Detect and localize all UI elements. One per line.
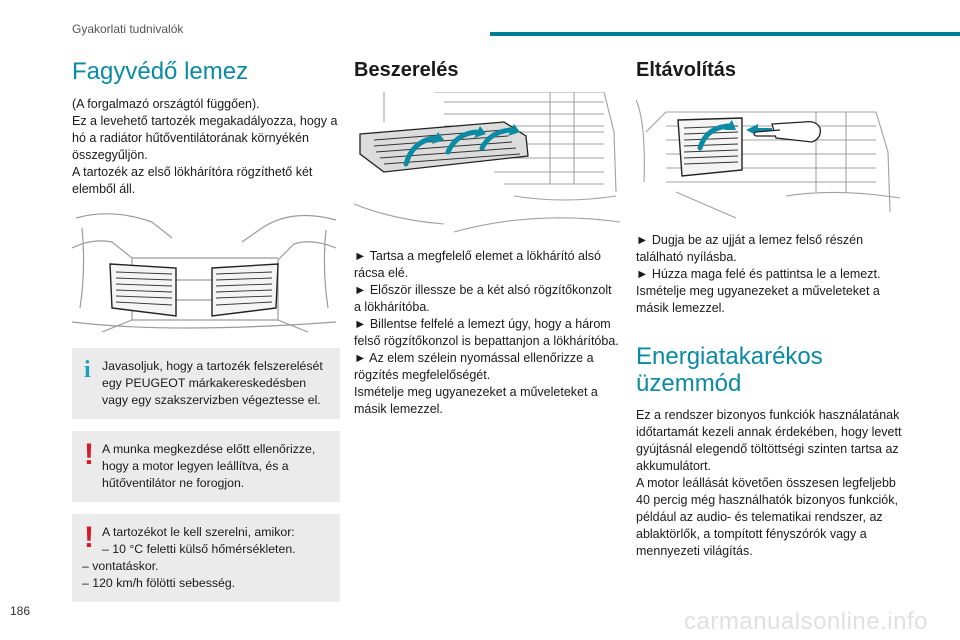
- warning-item: – 120 km/h fölötti sebesség.: [82, 576, 236, 590]
- column-frost-shield: Fagyvédő lemez (A forgalmazó országtól f…: [72, 58, 340, 614]
- warning-note-remove: ! A tartozékot le kell szerelni, amikor:…: [72, 514, 340, 602]
- section-title-frost-shield: Fagyvédő lemez: [72, 58, 249, 85]
- column-installation: Beszerelés: [354, 58, 622, 418]
- info-icon: i: [84, 357, 91, 383]
- info-note: i Javasoljuk, hogy a tartozék felszerelé…: [72, 348, 340, 419]
- step: ► Dugja be az ujját a lemez felső részén…: [636, 233, 864, 264]
- step: ► Billentse felfelé a lemezt úgy, hogy a…: [354, 317, 619, 348]
- paragraph: A motor leállását követően összesen legf…: [636, 476, 898, 558]
- removal-steps: ► Dugja be az ujját a lemez felső részén…: [636, 232, 904, 317]
- warning-icon: !: [84, 438, 94, 471]
- section-title-removal: Eltávolítás: [636, 59, 737, 81]
- removal-illustration: [636, 92, 904, 222]
- page-number: 186: [10, 604, 31, 618]
- warning-note-text: A munka megkezdése előtt ellenőrizze, ho…: [102, 442, 316, 490]
- warning-icon: !: [84, 521, 94, 554]
- frost-shield-intro: (A forgalmazó országtól függően). Ez a l…: [72, 96, 340, 198]
- paragraph: (A forgalmazó országtól függően).: [72, 97, 260, 111]
- step: ► Húzza maga felé és pattintsa le a leme…: [636, 267, 881, 281]
- frost-shield-illustration: [72, 208, 340, 336]
- watermark: carmanualsonline.info: [684, 608, 928, 635]
- warning-lead: A tartozékot le kell szerelni, amikor:: [102, 525, 295, 539]
- installation-steps: ► Tartsa a megfelelő elemet a lökhárító …: [354, 248, 622, 418]
- paragraph: A tartozék az első lökhárítóra rögzíthet…: [72, 165, 313, 196]
- installation-illustration: [354, 92, 622, 238]
- section-title-energy-saving: Energiatakarékos üzemmód: [636, 343, 823, 397]
- column-removal: Eltávolítás: [636, 58, 904, 560]
- warning-item: – 10 °C feletti külső hőmérsékleten.: [102, 542, 296, 556]
- running-header: Gyakorlati tudnivalók: [72, 22, 184, 36]
- warning-note-engine: ! A munka megkezdése előtt ellenőrizze, …: [72, 431, 340, 502]
- step: ► Tartsa a megfelelő elemet a lökhárító …: [354, 249, 601, 280]
- info-note-text: Javasoljuk, hogy a tartozék felszerelésé…: [102, 359, 323, 407]
- section-title-installation: Beszerelés: [354, 59, 459, 81]
- step: ► Először illessze be a két alsó rögzítő…: [354, 283, 612, 314]
- paragraph: Ismételje meg ugyanezeket a műveleteket …: [354, 385, 598, 416]
- step: ► Az elem szélein nyomással ellenőrizze …: [354, 351, 594, 382]
- paragraph: Ismételje meg ugyanezeket a műveleteket …: [636, 284, 880, 315]
- header-accent-bar: [490, 32, 960, 36]
- warning-item: – vontatáskor.: [82, 559, 159, 573]
- paragraph: Ez a levehető tartozék megakadályozza, h…: [72, 114, 338, 162]
- energy-saving-text: Ez a rendszer bizonyos funkciók használa…: [636, 407, 904, 560]
- paragraph: Ez a rendszer bizonyos funkciók használa…: [636, 408, 902, 473]
